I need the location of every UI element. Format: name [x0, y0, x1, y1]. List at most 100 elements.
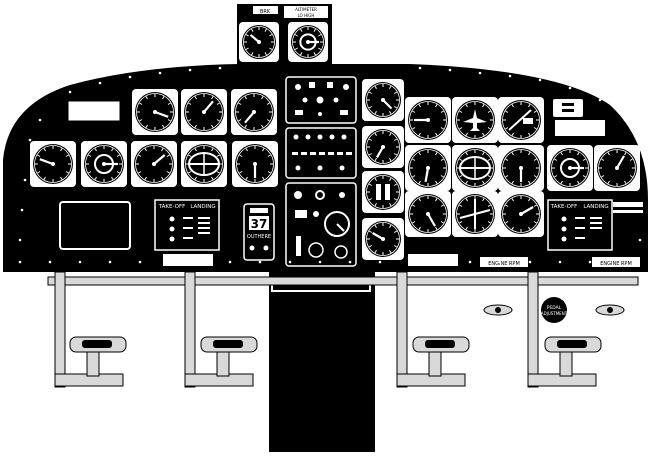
rivet [18, 260, 22, 264]
rivet [23, 178, 27, 182]
rivet [318, 260, 322, 264]
needle [382, 99, 393, 110]
rivet [288, 260, 292, 264]
airplane-icon [452, 97, 498, 143]
rivet [188, 68, 192, 72]
altimeter-range-label: LO HIGH [298, 13, 315, 18]
altimeter-label: ALTIMETER [295, 7, 317, 12]
rivet [38, 118, 42, 122]
needle [153, 154, 166, 165]
gauge-layer [30, 22, 640, 260]
gauge-icon [547, 145, 593, 191]
gauge-icon [405, 191, 451, 237]
gauge-icon [239, 22, 279, 62]
rivet [408, 260, 412, 264]
rivet [68, 90, 72, 94]
rivet [20, 208, 24, 212]
center-number: 37 [251, 217, 268, 231]
rivet [478, 71, 482, 75]
gauge-icon [362, 171, 404, 213]
center-panel-lower [285, 182, 357, 267]
rivet [508, 74, 512, 78]
gauge-icon [498, 145, 544, 191]
center-number-panel: 37 OUTHERE [243, 203, 275, 261]
attitude-indicator-icon [452, 145, 498, 191]
engine-rpm-right-label: ENGINE RPM [600, 261, 632, 267]
left-lower-placard [163, 254, 213, 266]
rivet [158, 71, 162, 75]
rivet [448, 68, 452, 72]
gauge-icon [362, 126, 404, 168]
gauge-icon [231, 89, 277, 135]
center-caption: OUTHERE [247, 234, 271, 240]
rivet [528, 260, 532, 264]
right-takeoff-landing-panel: TAKE-OFF LANDING [547, 199, 613, 251]
right-seat-support [396, 271, 602, 388]
rivet [128, 75, 132, 79]
left-blank-panel [59, 201, 131, 250]
gauge-icon [181, 89, 227, 135]
rivet [638, 238, 642, 242]
gauge-icon [131, 141, 177, 187]
right-takeoff-label: TAKE-OFF [550, 204, 578, 210]
gauge-icon [405, 145, 451, 191]
rivet [108, 260, 112, 264]
rivet [258, 260, 262, 264]
lower-rail [47, 276, 639, 286]
pedal-label: PEDAL [547, 305, 562, 311]
gauge-icon [132, 89, 178, 135]
needle [203, 100, 214, 113]
lever-icon [498, 97, 544, 143]
rivet [588, 260, 592, 264]
turn-indicator-icon [452, 191, 498, 237]
rivet [28, 138, 32, 142]
needle [372, 232, 384, 240]
top-left-box-label: BRK [260, 9, 271, 15]
needle [39, 158, 54, 166]
gauge-icon [81, 141, 127, 187]
gauge-icon [232, 141, 278, 187]
rivet [48, 260, 52, 264]
gauge-icon [362, 218, 404, 260]
engine-rpm-placards: ENGINE RPM ENGINE RPM [480, 257, 640, 267]
left-landing-label: LANDING [190, 204, 215, 210]
gauge-icon [498, 191, 544, 237]
rivet [228, 260, 232, 264]
needle [424, 167, 430, 182]
rivet [623, 118, 627, 122]
engine-rpm-left-label: ENGINE RPM [488, 261, 520, 267]
rivet [98, 81, 102, 85]
rudder-handles[interactable] [483, 304, 625, 316]
rivet-layer [18, 66, 642, 264]
left-placard [67, 100, 121, 122]
rivet [634, 148, 638, 152]
left-takeoff-landing-panel: TAKE-OFF LANDING [154, 199, 220, 251]
center-panel-mid [285, 127, 357, 179]
gauge-icon [362, 79, 404, 121]
needle [244, 111, 255, 124]
rivet [138, 260, 142, 264]
right-lower-placard [408, 254, 458, 266]
right-landing-label: LANDING [583, 204, 608, 210]
center-pedestal [269, 272, 375, 452]
pedal-adjustment[interactable]: PEDAL ADJUSTMENT [541, 297, 568, 323]
right-small-box [553, 99, 583, 117]
needle [376, 146, 384, 158]
rivet [378, 260, 382, 264]
rivet [198, 260, 202, 264]
rivet [418, 66, 422, 70]
attitude-indicator-icon [181, 141, 227, 187]
right-placard [555, 120, 605, 136]
needle [520, 206, 534, 215]
rivet [538, 78, 542, 82]
rivet [348, 260, 352, 264]
needle [616, 155, 625, 169]
rivet [618, 260, 622, 264]
needle [427, 213, 436, 227]
rivet [558, 260, 562, 264]
gauge-icon [594, 145, 640, 191]
rivet [468, 260, 472, 264]
center-panel-top [285, 76, 357, 124]
